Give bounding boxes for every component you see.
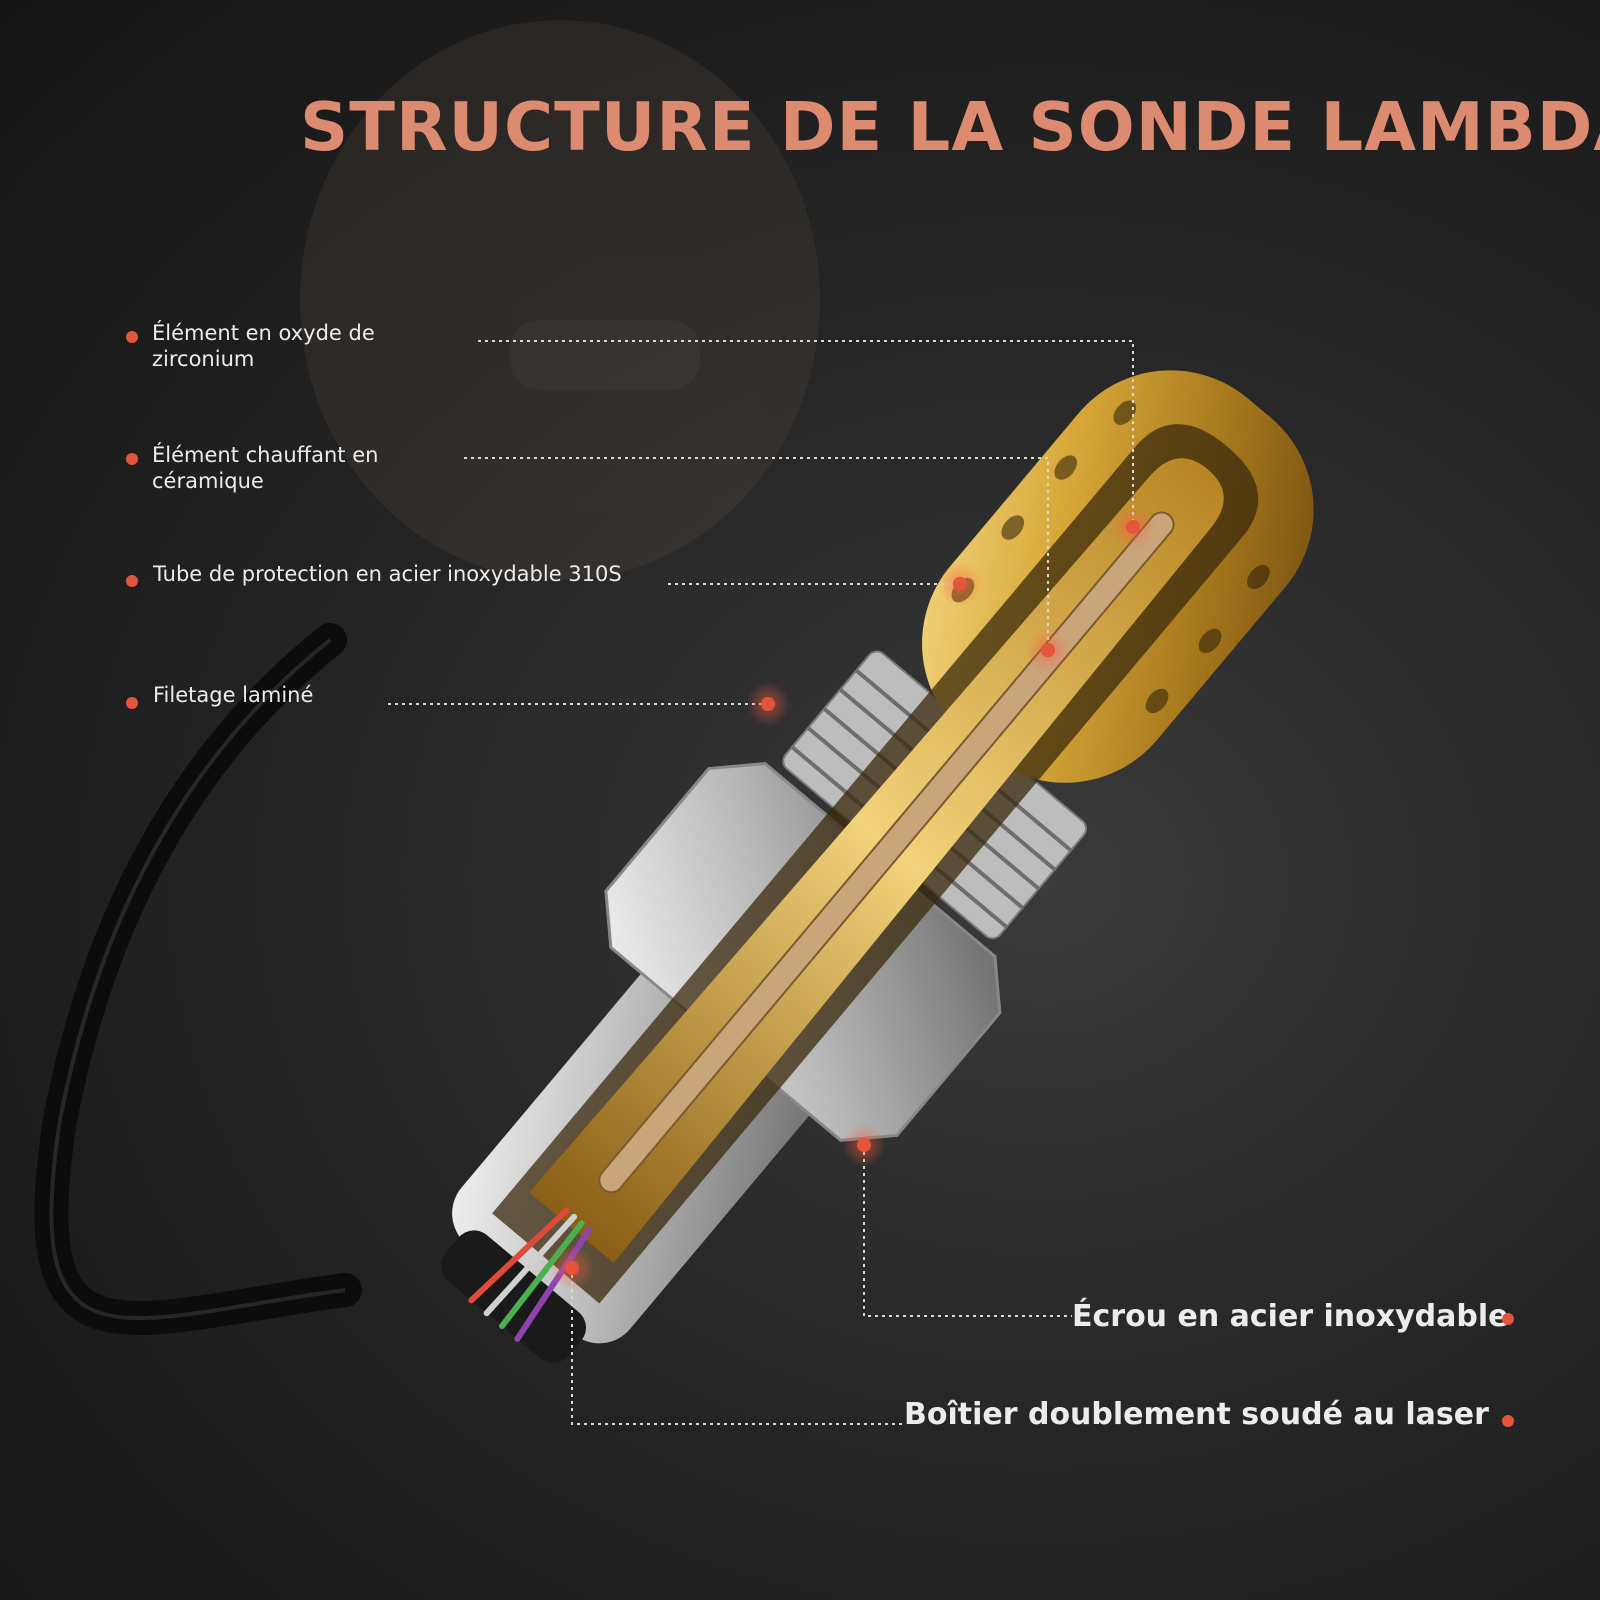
label-zirconium-element: Élément en oxyde de zirconium — [152, 321, 375, 371]
bullet-dot — [126, 697, 138, 709]
label-stainless-nut: Écrou en acier inoxydable — [1072, 1299, 1509, 1334]
label-rolled-thread: Filetage laminé — [153, 683, 314, 707]
background-silhouette — [300, 20, 820, 580]
bullet-dot — [126, 453, 138, 465]
label-protection-tube: Tube de protection en acier inoxydable 3… — [153, 562, 622, 586]
label-ceramic-heater: Élément chauffant en céramique — [152, 443, 379, 493]
marker-points — [550, 505, 1155, 1290]
bullet-dot — [1502, 1313, 1514, 1325]
bullet-dot — [126, 575, 138, 587]
label-laser-welded-housing: Boîtier doublement soudé au laser — [904, 1397, 1489, 1432]
page-title: STRUCTURE DE LA SONDE LAMBDA — [300, 88, 1600, 166]
leader-lines — [388, 340, 1134, 1425]
bullet-dot — [1502, 1415, 1514, 1427]
bullet-dot — [126, 331, 138, 343]
